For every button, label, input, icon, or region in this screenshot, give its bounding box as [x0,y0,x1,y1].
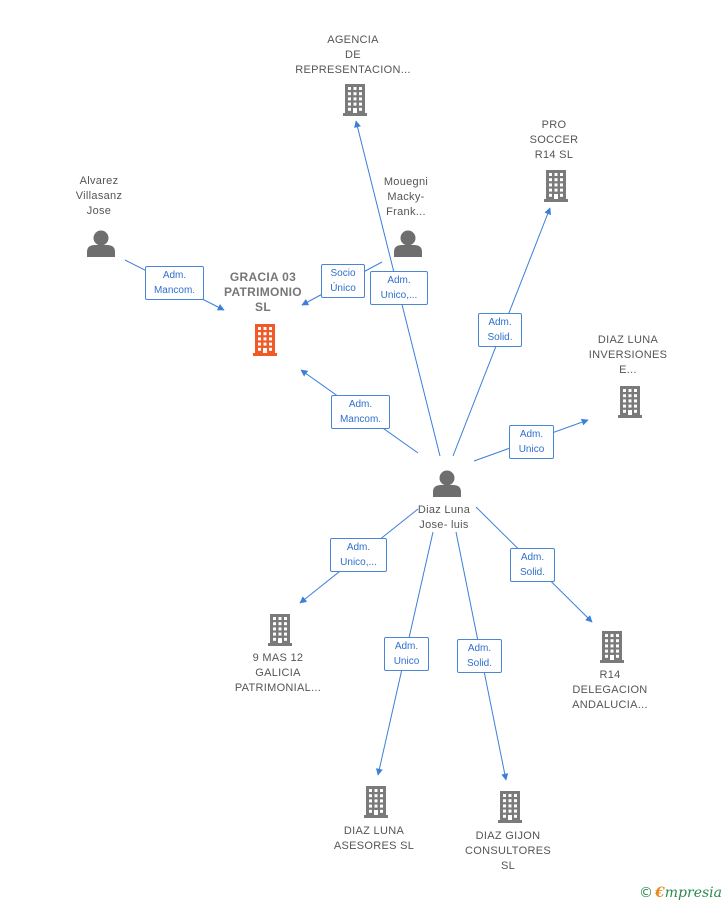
person-icon [433,470,461,497]
icons-layer [87,84,642,823]
node-label-line: Alvarez [79,175,119,187]
node-label-line: E... [619,364,637,376]
edge-label-adm-unico: Adm. Unico,... [370,271,428,305]
node-label-diaz-gijon[interactable]: DIAZ GIJON CONSULTORES SL [433,829,583,874]
building-icon [498,791,522,823]
edge-label-line: Adm. [467,643,492,654]
node-label-line: GALICIA [255,667,301,679]
edge-label-adm-unico: Adm. Unico [509,425,554,459]
node-label-line: Villasanz [75,190,123,202]
building-icon [268,614,292,646]
edge-label-line: Unico [393,656,420,667]
node-label-line: SL [500,860,516,872]
node-label-line: CONSULTORES [464,845,552,857]
node-label-diaz-luna-asesores[interactable]: DIAZ LUNA ASESORES SL [299,824,449,854]
node-label-line: DELEGACION [572,684,648,696]
node-label-line: DIAZ GIJON [475,830,541,842]
edge-label-line: Unico,... [380,290,418,301]
building-icon [253,324,277,356]
node-label-line: GRACIA 03 [229,270,297,284]
node-label-line: SL [255,300,271,314]
edge-label-line: Adm. [520,552,545,563]
edge-label-adm-solid: Adm. Solid. [457,639,502,673]
node-label-pro-soccer[interactable]: PRO SOCCER R14 SL [479,118,629,163]
edge-label-line: Único [330,283,356,294]
node-label-line: Diaz Luna [417,504,471,516]
node-label-line: 9 MAS 12 [252,652,304,664]
edge-label-adm-mancom: Adm. Mancom. [145,266,204,300]
node-label-line: DIAZ LUNA [597,334,659,346]
node-label-line: R14 [599,669,621,681]
node-label-line: REPRESENTACION... [295,64,411,76]
edge-label-adm-unico: Adm. Unico,... [330,538,387,572]
brand-initial: € [655,885,665,901]
edge-label-adm-unico: Adm. Unico [384,637,429,671]
edge-label-line: Adm. [519,429,544,440]
edge-label-adm-mancom: Adm. Mancom. [331,395,390,429]
node-label-9-mas-12[interactable]: 9 MAS 12 GALICIA PATRIMONIAL... [203,651,353,696]
node-label-line: PATRIMONIO [224,285,302,299]
edge-label-line: Adm. [387,275,411,286]
edge-label-line: Adm. [346,542,371,553]
node-label-line: R14 SL [534,149,574,161]
node-label-agencia[interactable]: AGENCIA DE REPRESENTACION... [278,33,428,78]
edge-label-line: Unico [518,444,545,455]
edge-label-adm-solid: Adm. Solid. [478,313,522,347]
person-icon [394,230,422,257]
building-icon [343,84,367,116]
node-label-line: Jose- luis [419,519,469,531]
edge-label-line: Solid. [466,658,492,669]
node-label-line: AGENCIA [327,34,379,46]
watermark: ©€mpresia [639,885,722,901]
edge-label-line: Adm. [348,399,373,410]
node-label-diaz-luna-inversiones[interactable]: DIAZ LUNA INVERSIONES E... [553,333,703,378]
node-label-line: Jose [86,205,112,217]
edge-label-line: Mancom. [339,414,382,425]
node-label-line: PRO [541,119,567,131]
edge-label-line: Socio [330,268,356,279]
building-icon [618,386,642,418]
edge-label-line: Adm. [162,270,187,281]
node-label-line: SOCCER [529,134,579,146]
edge-label-line: Solid. [487,332,513,343]
edge-label-adm-solid: Adm. Solid. [510,548,555,582]
building-icon [600,631,624,663]
brand-name: mpresia [664,885,722,901]
edge-label-line: Solid. [519,567,545,578]
node-label-line: ANDALUCIA... [572,699,648,711]
node-label-line: Macky- [387,191,425,203]
node-label-line: INVERSIONES [588,349,668,361]
node-label-line: DE [345,49,361,61]
node-label-line: ASESORES SL [333,840,415,852]
person-icon [87,230,115,257]
copyright-icon: © [639,885,654,901]
node-label-line: DIAZ LUNA [343,825,405,837]
edge-label-line: Adm. [394,641,419,652]
edge-label-line: Unico,... [340,557,377,568]
building-icon [544,170,568,202]
edge-label-line: Adm. [488,317,512,328]
node-label-line: Mouegni [383,176,429,188]
edge-label-line: Mancom. [153,285,196,296]
building-icon [364,786,388,818]
node-label-line: PATRIMONIAL... [234,682,322,694]
node-label-line: Frank... [386,206,426,218]
